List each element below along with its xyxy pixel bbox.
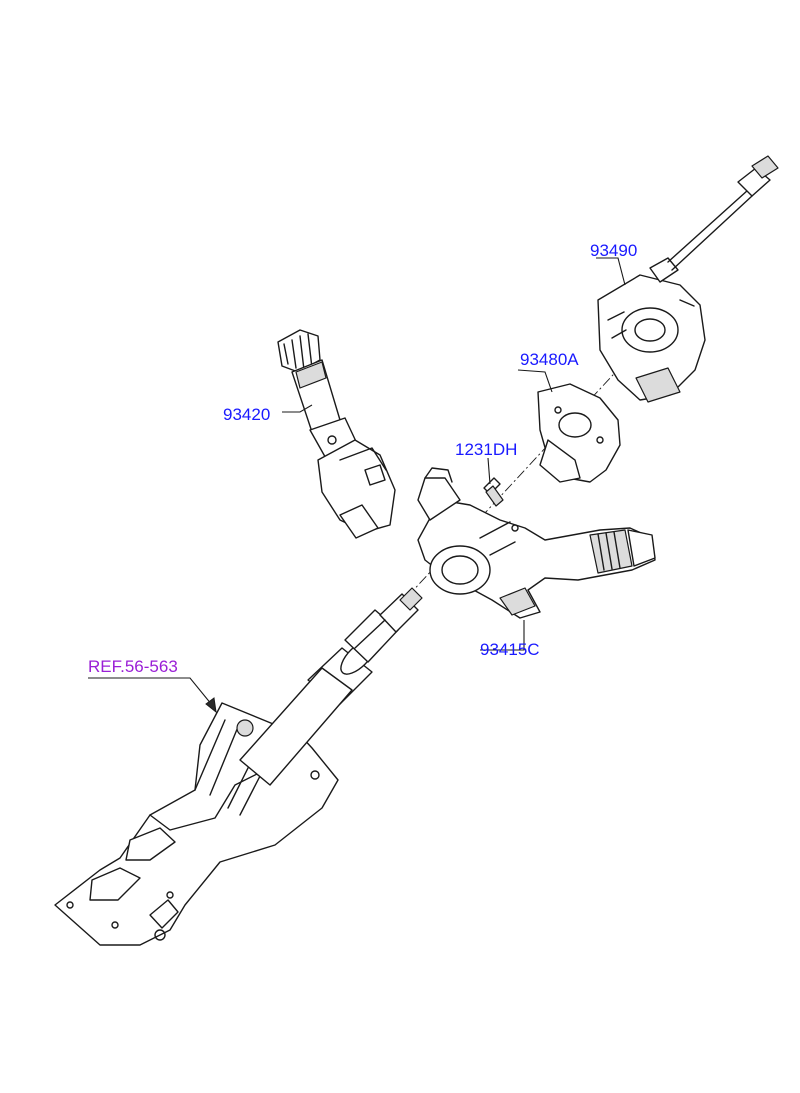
steering-column[interactable] xyxy=(54,587,423,946)
leader-bolt xyxy=(487,457,491,485)
label-93415c[interactable]: 93415C xyxy=(480,640,540,659)
leader-reference xyxy=(88,677,213,706)
leader-left-switch xyxy=(282,404,313,413)
reference-arrowhead xyxy=(205,697,217,714)
bolt[interactable] xyxy=(483,477,504,507)
leader-right-switch xyxy=(480,620,525,651)
label-ref-56-563[interactable]: REF.56-563 xyxy=(88,657,178,676)
leader-plate xyxy=(517,369,553,393)
label-1231dh[interactable]: 1231DH xyxy=(455,440,518,459)
clock-spring[interactable] xyxy=(597,155,779,403)
label-93490[interactable]: 93490 xyxy=(590,241,638,260)
combination-switch-left[interactable] xyxy=(277,329,396,539)
label-93420[interactable]: 93420 xyxy=(223,405,271,424)
combination-switch-right[interactable] xyxy=(417,467,656,619)
label-93480a[interactable]: 93480A xyxy=(520,350,579,369)
switch-plate[interactable] xyxy=(537,383,621,483)
leader-clock-spring xyxy=(596,257,626,286)
